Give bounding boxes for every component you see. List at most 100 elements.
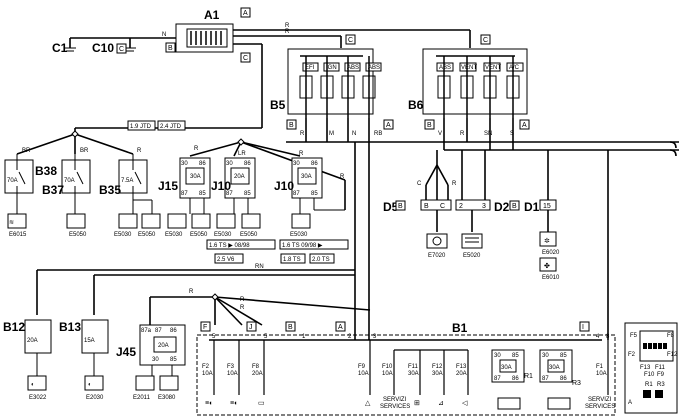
svg-text:B: B <box>289 122 294 129</box>
svg-text:IGN: IGN <box>326 65 337 71</box>
svg-text:86: 86 <box>199 161 206 167</box>
warning-icon: △ <box>365 400 371 407</box>
svg-text:I: I <box>582 324 584 331</box>
svg-text:R: R <box>189 289 194 295</box>
b5-body <box>287 48 374 115</box>
svg-text:2.0 TS: 2.0 TS <box>312 257 330 263</box>
svg-text:E5030: E5030 <box>214 232 232 238</box>
svg-text:10A: 10A <box>382 371 393 377</box>
svg-text:E5030: E5030 <box>165 232 183 238</box>
b6-relays <box>437 56 520 118</box>
label-b5: B5 <box>270 98 286 112</box>
svg-text:SERVIZI: SERVIZI <box>383 397 407 403</box>
j-relay-feed: R LR R R <box>189 138 346 210</box>
svg-text:VENT: VENT <box>461 65 477 71</box>
svg-text:E5050: E5050 <box>240 232 258 238</box>
fuse-layout-legend: F5 F8 F2 F12 F13 F11 F10 F9 R1 R3 A <box>624 322 678 414</box>
svg-text:A: A <box>243 10 248 17</box>
svg-text:R: R <box>299 151 304 157</box>
svg-text:R: R <box>460 131 465 137</box>
svg-text:1: 1 <box>302 334 306 340</box>
svg-text:15A: 15A <box>84 338 95 344</box>
svg-text:30: 30 <box>181 161 188 167</box>
svg-text:87: 87 <box>293 191 300 197</box>
code-e6010: E6010 <box>542 275 560 281</box>
svg-text:C: C <box>243 55 248 62</box>
lamp-icon-b1a: ≡◐ <box>205 400 213 407</box>
svg-text:30A: 30A <box>190 174 201 180</box>
svg-text:C: C <box>440 203 445 210</box>
svg-text:ABS: ABS <box>368 65 380 71</box>
svg-text:10A: 10A <box>227 371 238 377</box>
right-wire-ends <box>607 141 677 340</box>
svg-text:20A: 20A <box>27 338 38 344</box>
svg-text:F13: F13 <box>640 365 651 371</box>
svg-text:VENT: VENT <box>485 65 501 71</box>
svg-text:30A: 30A <box>549 365 560 371</box>
svg-text:BR: BR <box>80 148 89 154</box>
label-c1: C1 <box>52 41 68 55</box>
left-power-feed: 1.9 JTD 2.4 JTD BR BR R <box>16 120 186 155</box>
svg-text:87: 87 <box>181 191 188 197</box>
svg-text:R: R <box>452 181 457 187</box>
relay-b12: 20A B12 ◐ E3022 <box>3 319 52 401</box>
svg-text:85: 85 <box>199 191 206 197</box>
svg-text:B: B <box>168 45 173 52</box>
svg-text:A: A <box>338 324 343 331</box>
label-a1: A1 <box>204 8 220 22</box>
svg-text:ABS: ABS <box>439 65 451 71</box>
svg-text:30A: 30A <box>408 371 419 377</box>
b5-output-wires <box>286 118 679 340</box>
svg-text:20A: 20A <box>234 174 245 180</box>
svg-text:A: A <box>386 122 391 129</box>
svg-text:F2: F2 <box>202 364 210 370</box>
svg-text:R: R <box>285 29 290 35</box>
lamp-icon: ◐ <box>31 382 35 388</box>
svg-text:F10: F10 <box>382 364 393 370</box>
svg-text:N: N <box>352 131 356 137</box>
label-b35: B35 <box>99 183 121 197</box>
svg-text:70A: 70A <box>7 178 18 184</box>
svg-text:F8: F8 <box>667 333 675 339</box>
svg-text:F5: F5 <box>630 333 638 339</box>
svg-text:F10: F10 <box>644 372 655 378</box>
lamp-icon-b1b: ≡◐ <box>230 400 238 407</box>
svg-text:2: 2 <box>459 203 463 210</box>
d-connectors: B C D5 B 2 3 D2 B 15 D1 <box>383 199 557 232</box>
svg-text:E2030: E2030 <box>86 395 104 401</box>
svg-text:20A: 20A <box>158 343 169 349</box>
b5-relays <box>299 56 376 118</box>
svg-text:R1: R1 <box>645 382 653 388</box>
svg-text:J: J <box>249 324 253 331</box>
svg-text:E5030: E5030 <box>114 232 132 238</box>
svg-text:R: R <box>240 305 245 311</box>
svg-text:30A: 30A <box>301 174 312 180</box>
svg-text:S: S <box>510 131 514 137</box>
d-devices: E7020 E5020 ✲ E6020 ✤ E6010 <box>426 231 560 281</box>
svg-text:F2: F2 <box>628 352 636 358</box>
svg-text:V: V <box>438 131 442 137</box>
svg-text:R: R <box>340 174 345 180</box>
svg-text:F12: F12 <box>432 364 443 370</box>
svg-text:85: 85 <box>311 191 318 197</box>
svg-text:E5030: E5030 <box>290 232 308 238</box>
svg-text:ABS: ABS <box>347 65 359 71</box>
svg-text:10A: 10A <box>596 371 607 377</box>
svg-text:10A: 10A <box>202 371 213 377</box>
svg-text:R: R <box>285 23 290 29</box>
horn-icon: ◁ <box>462 400 468 407</box>
fan-icon: ✤ <box>544 262 550 270</box>
svg-text:10A: 10A <box>358 371 369 377</box>
svg-text:2.5 V6: 2.5 V6 <box>217 257 235 263</box>
svg-text:B: B <box>398 203 403 210</box>
svg-text:86: 86 <box>244 161 251 167</box>
svg-text:A: A <box>522 122 527 129</box>
svg-text:86: 86 <box>170 328 177 334</box>
svg-text:F1: F1 <box>596 364 604 370</box>
svg-text:87: 87 <box>542 376 549 382</box>
svg-text:87: 87 <box>226 191 233 197</box>
svg-text:E2011: E2011 <box>133 395 151 401</box>
